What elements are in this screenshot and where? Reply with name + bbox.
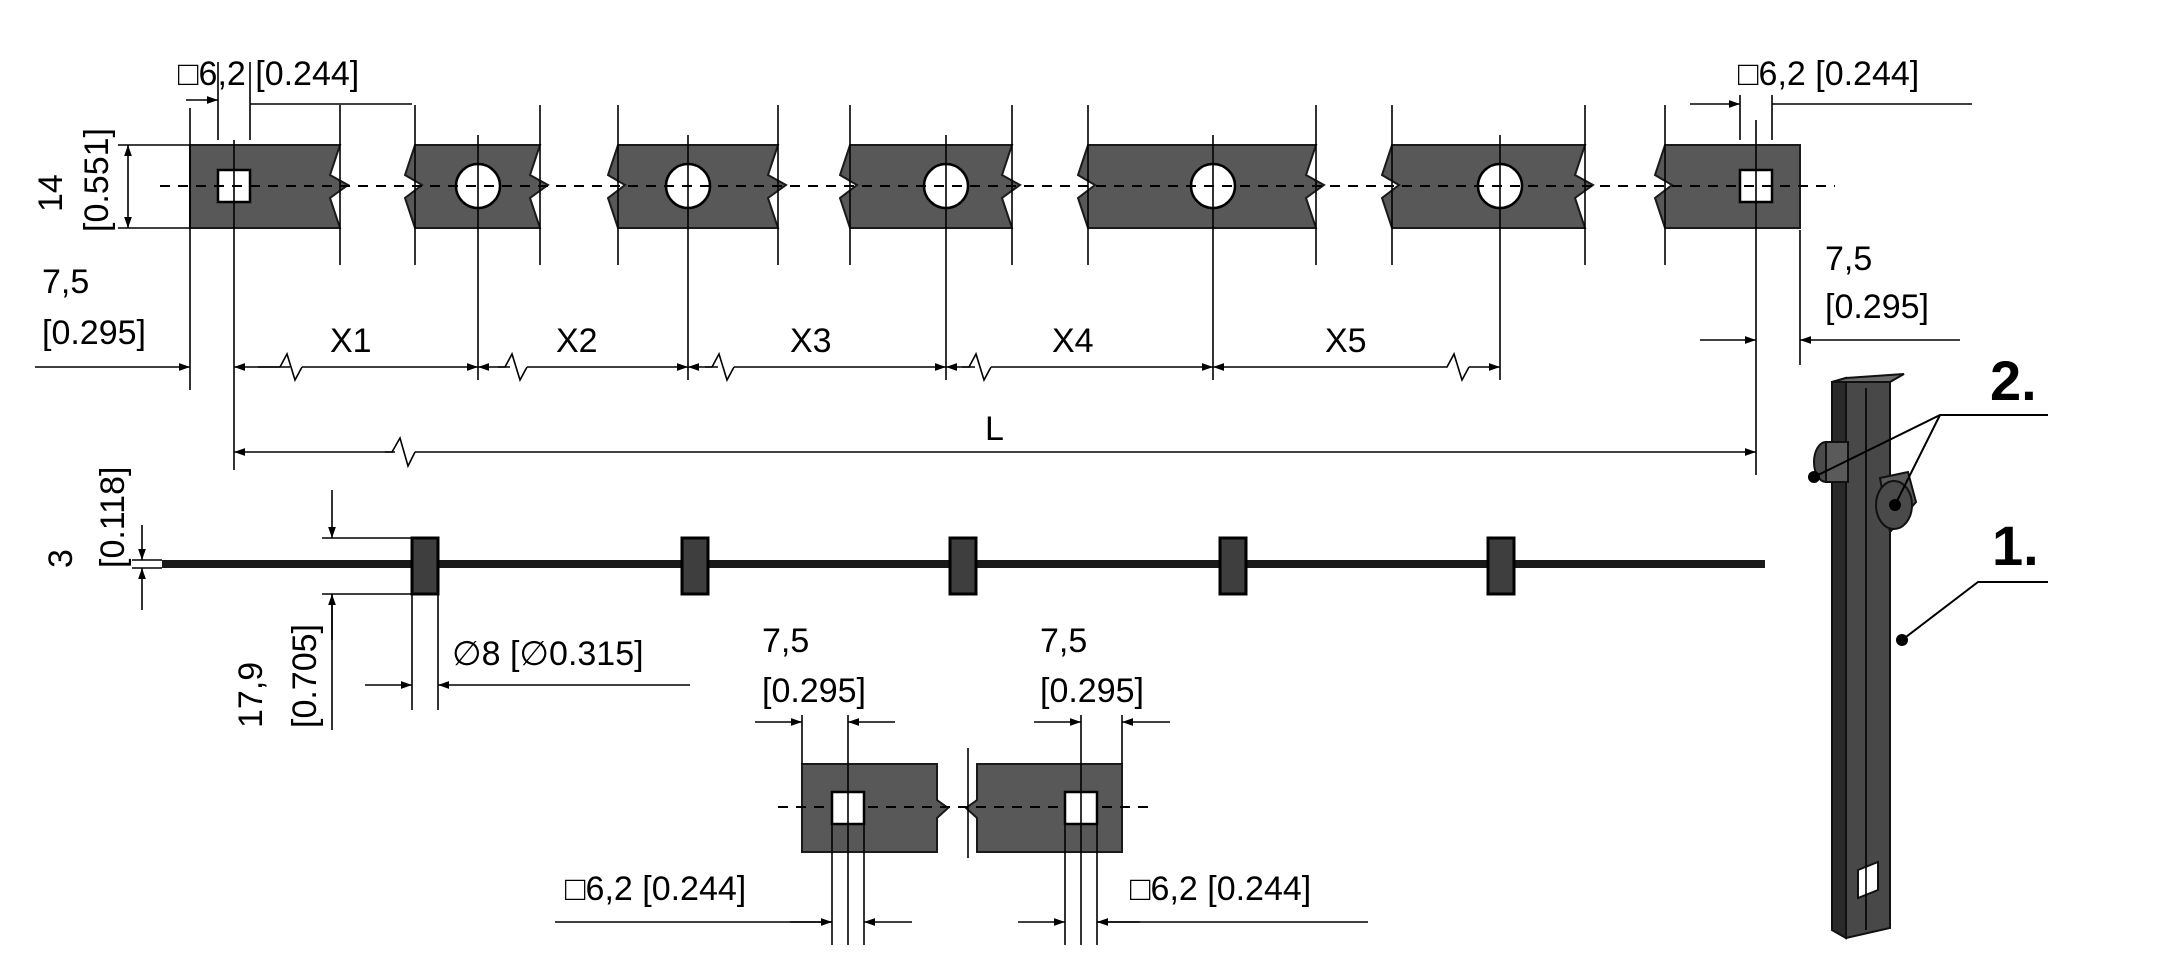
length-label: L (985, 410, 1004, 448)
spacing-label: X5 (1325, 322, 1367, 360)
dim-label: [0.551] (78, 128, 116, 232)
pin (948, 536, 978, 596)
spacing-label: X4 (1052, 322, 1094, 360)
dim-label: 7,5 (42, 263, 89, 301)
dim-label: □6,2 [0.244] (1738, 55, 1919, 93)
dim-width: 14 [0.551] (32, 128, 190, 232)
dim-square-left: □6,2 [0.244] (178, 55, 412, 105)
dim-label: 7,5 (1825, 240, 1872, 278)
callout-1: 1. (1896, 514, 2048, 646)
dim-detail-edge-right: 7,5 [0.295] (1034, 622, 1170, 726)
dim-total-length: L (234, 410, 1756, 469)
top-view: □6,2 [0.244] □6,2 [0.244] 14 [0.551] 7,5… (32, 55, 1972, 475)
dim-label: 3 (42, 549, 80, 568)
strip-segment-6 (1380, 144, 1595, 229)
pin (1486, 536, 1516, 596)
dim-edge-left: 7,5 [0.295] (35, 263, 190, 371)
spacing-label: X3 (790, 322, 832, 360)
dim-label: [0.295] (1040, 672, 1144, 710)
dim-spacings: X1 X2 X3 X4 X5 (234, 322, 1500, 383)
dim-edge-right: 7,5 [0.295] (1700, 240, 1960, 344)
dim-label: ∅8 [∅0.315] (452, 635, 644, 673)
pin-3d (1813, 441, 1849, 483)
spacing-label: X1 (330, 322, 372, 360)
dim-square-right: □6,2 [0.244] (1690, 55, 1972, 108)
dim-label: □6,2 [0.244] (1130, 870, 1311, 908)
pin (680, 536, 710, 596)
dim-label: [0.295] (1825, 288, 1929, 326)
callout-label: 1. (1992, 514, 2039, 577)
dim-thickness: 3 [0.118] (42, 467, 162, 610)
dim-label: [0.705] (286, 624, 324, 728)
dim-label: [0.295] (42, 314, 146, 352)
square-slot (1857, 860, 1879, 900)
dim-detail-square-left: □6,2 [0.244] (555, 870, 912, 926)
dim-label: 17,9 (232, 662, 270, 728)
dim-diameter: ∅8 [∅0.315] (365, 594, 690, 710)
dim-label: [0.295] (762, 672, 866, 710)
pin (1218, 536, 1248, 596)
strip-3d-top (1831, 373, 1905, 383)
dim-height: 17,9 [0.705] (232, 490, 412, 730)
dim-label: 14 (32, 174, 70, 212)
dim-label: 7,5 (762, 622, 809, 660)
pin (410, 536, 440, 596)
callout-label: 2. (1990, 349, 2037, 412)
pins (410, 536, 1516, 596)
isometric-view: 2. 1. (1808, 349, 2048, 940)
side-view: 3 [0.118] 17,9 [0.705] ∅8 [∅0.315] (42, 467, 1765, 730)
dim-detail-square-right: □6,2 [0.244] (1018, 870, 1368, 926)
dim-label: 7,5 (1040, 622, 1087, 660)
dim-label: □6,2 [0.244] (565, 870, 746, 908)
dim-label: □6,2 [0.244] (178, 55, 359, 93)
dim-label: [0.118] (94, 467, 132, 568)
dim-detail-edge-left: 7,5 [0.295] (755, 622, 895, 726)
end-detail: 7,5 [0.295] 7,5 [0.295] □6,2 [0.244] □6,… (555, 622, 1368, 945)
callout-2: 2. (1808, 349, 2048, 511)
spacing-label: X2 (556, 322, 598, 360)
